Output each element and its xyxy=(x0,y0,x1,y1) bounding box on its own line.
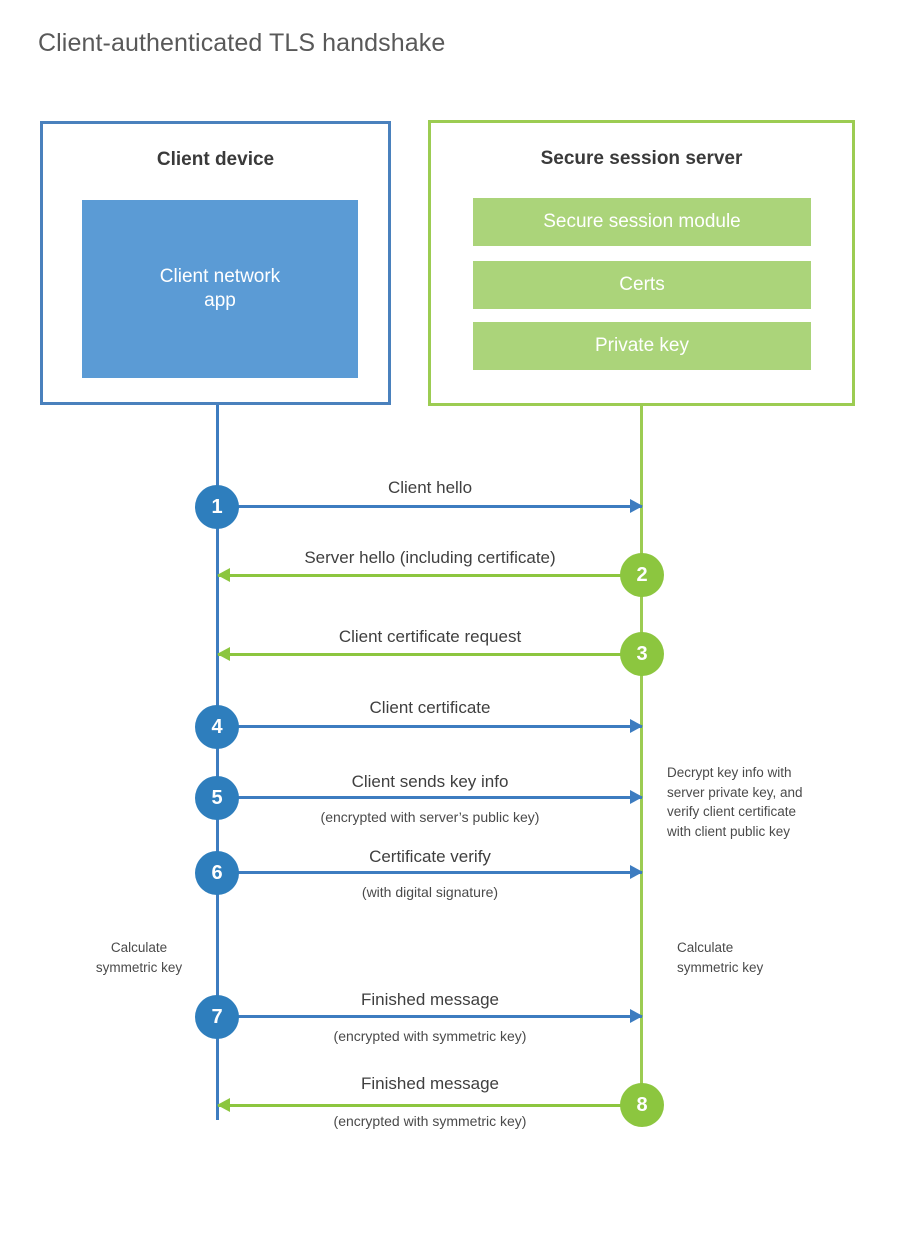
step-5-circle[interactable]: 5 xyxy=(195,776,239,820)
step-7-sublabel: (encrypted with symmetric key) xyxy=(333,1028,527,1044)
client-network-app-label-line2: app xyxy=(204,290,236,311)
server-calc-note-line2: symmetric key xyxy=(677,959,764,975)
step-3-circle[interactable]: 3 xyxy=(620,632,664,676)
client-device-title: Client device xyxy=(156,149,275,170)
client-lifeline xyxy=(216,405,219,1120)
server-decrypt-note: Decrypt key info with server private key… xyxy=(667,763,852,841)
step-2-label: Server hello (including certificate) xyxy=(304,548,556,567)
client-network-app-block: Client network app xyxy=(82,200,358,378)
step-5-arrow xyxy=(218,790,643,804)
step-7-arrow xyxy=(218,1009,643,1023)
step-4-arrow xyxy=(218,719,643,733)
step-2-circle[interactable]: 2 xyxy=(620,553,664,597)
page-title: Client-authenticated TLS handshake xyxy=(38,29,446,57)
step-7-circle[interactable]: 7 xyxy=(195,995,239,1039)
step-8-circle[interactable]: 8 xyxy=(620,1083,664,1127)
server-lifeline xyxy=(640,406,643,1106)
step-3-label: Client certificate request xyxy=(338,627,522,646)
step-2-arrow xyxy=(217,568,642,582)
step-3-arrow xyxy=(217,647,642,661)
client-device-box: Client device Client network app xyxy=(40,121,391,405)
step-7-label: Finished message xyxy=(361,990,499,1009)
step-4-circle[interactable]: 4 xyxy=(195,705,239,749)
arrow-head-left-icon xyxy=(217,568,230,582)
arrow-head-right-icon xyxy=(630,499,643,513)
step-6-label: Certificate verify xyxy=(369,847,491,866)
step-8-label: Finished message xyxy=(361,1074,499,1093)
server-calculate-symmetric-key-note: Calculate symmetric key xyxy=(677,938,837,977)
step-1-label: Client hello xyxy=(387,478,473,497)
client-calc-note-line1: Calculate xyxy=(110,940,168,955)
arrow-head-right-icon xyxy=(630,790,643,804)
step-1-arrow xyxy=(218,499,643,513)
server-decrypt-note-line2: server private key, and xyxy=(667,784,803,800)
arrow-head-right-icon xyxy=(630,719,643,733)
step-6-sublabel: (with digital signature) xyxy=(361,884,499,900)
step-4-label: Client certificate xyxy=(369,698,491,717)
step-5-sublabel: (encrypted with server’s public key) xyxy=(320,809,540,825)
secure-session-module-block: Secure session module xyxy=(473,198,811,246)
server-decrypt-note-line4: with client public key xyxy=(667,823,791,839)
certs-block: Certs xyxy=(473,261,811,309)
private-key-block: Private key xyxy=(473,322,811,370)
step-8-sublabel: (encrypted with symmetric key) xyxy=(333,1113,527,1129)
server-calc-note-line1: Calculate xyxy=(677,940,734,955)
step-5-label: Client sends key info xyxy=(351,772,509,791)
client-network-app-label-line1: Client network xyxy=(159,266,281,288)
secure-session-server-title: Secure session server xyxy=(540,148,743,169)
step-6-arrow xyxy=(218,865,643,879)
server-decrypt-note-line3: verify client certificate xyxy=(667,804,797,820)
client-calculate-symmetric-key-note: Calculate symmetric key xyxy=(74,938,204,977)
step-8-arrow xyxy=(217,1098,642,1112)
step-6-circle[interactable]: 6 xyxy=(195,851,239,895)
step-1-circle[interactable]: 1 xyxy=(195,485,239,529)
arrow-head-right-icon xyxy=(630,1009,643,1023)
client-calc-note-line2: symmetric key xyxy=(95,959,183,975)
arrow-head-left-icon xyxy=(217,647,230,661)
arrow-head-right-icon xyxy=(630,865,643,879)
secure-session-server-box: Secure session server Secure session mod… xyxy=(428,120,855,406)
server-decrypt-note-line1: Decrypt key info with xyxy=(667,765,792,780)
arrow-head-left-icon xyxy=(217,1098,230,1112)
